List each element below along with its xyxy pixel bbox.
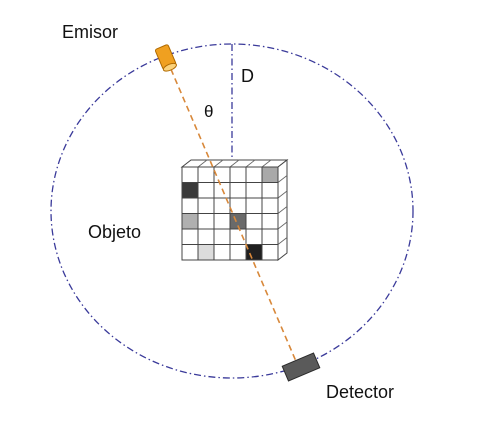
side-face-divider — [277, 221, 288, 230]
voxel-cell — [213, 228, 231, 245]
top-face-divider — [245, 159, 256, 168]
side-face-divider — [277, 175, 288, 183]
voxel-cell — [245, 244, 263, 261]
top-face-divider — [229, 159, 240, 168]
detector-device — [281, 352, 321, 382]
emitter-label: Emisor — [62, 22, 118, 42]
voxel-cell — [213, 244, 231, 261]
voxel-cell — [261, 197, 279, 214]
side-face-divider — [277, 206, 288, 214]
side-face-divider — [277, 190, 288, 199]
voxel-cell — [181, 228, 199, 245]
voxel-cell — [245, 213, 263, 230]
voxel-cell — [245, 197, 263, 214]
voxel-cell — [261, 166, 279, 183]
voxel-cell — [229, 182, 247, 199]
voxel-cell — [181, 182, 199, 199]
voxel-cell — [245, 166, 263, 183]
voxel-cell — [197, 244, 215, 261]
voxel-cell — [261, 228, 279, 245]
voxel-cell — [229, 244, 247, 261]
emitter-device — [154, 44, 177, 72]
voxel-cell — [261, 213, 279, 230]
voxel-cell — [181, 166, 199, 183]
voxel-cell — [181, 197, 199, 214]
top-face-divider — [261, 159, 272, 168]
voxel-cell — [181, 213, 199, 230]
voxel-cell — [229, 166, 247, 183]
x-ray-beam — [166, 59, 299, 367]
voxel-cell — [245, 182, 263, 199]
angle-label: θ — [204, 102, 213, 121]
top-face-divider — [197, 159, 208, 168]
voxel-cell — [197, 197, 215, 214]
object-label: Objeto — [88, 222, 141, 242]
voxel-cell — [197, 182, 215, 199]
scanner-orbit — [50, 43, 414, 379]
voxel-cell — [261, 182, 279, 199]
voxel-cell — [197, 213, 215, 230]
detector-label: Detector — [326, 382, 394, 402]
voxel-cell — [213, 213, 231, 230]
object-voxel-grid — [180, 158, 289, 262]
voxel-cell — [261, 244, 279, 261]
voxel-cell — [229, 228, 247, 245]
axis-label: D — [241, 66, 254, 86]
top-face-divider — [213, 159, 224, 168]
voxel-cell — [197, 228, 215, 245]
voxel-cell — [245, 228, 263, 245]
side-face-divider — [277, 237, 288, 245]
voxel-cell — [197, 166, 215, 183]
voxel-cell — [181, 244, 199, 261]
